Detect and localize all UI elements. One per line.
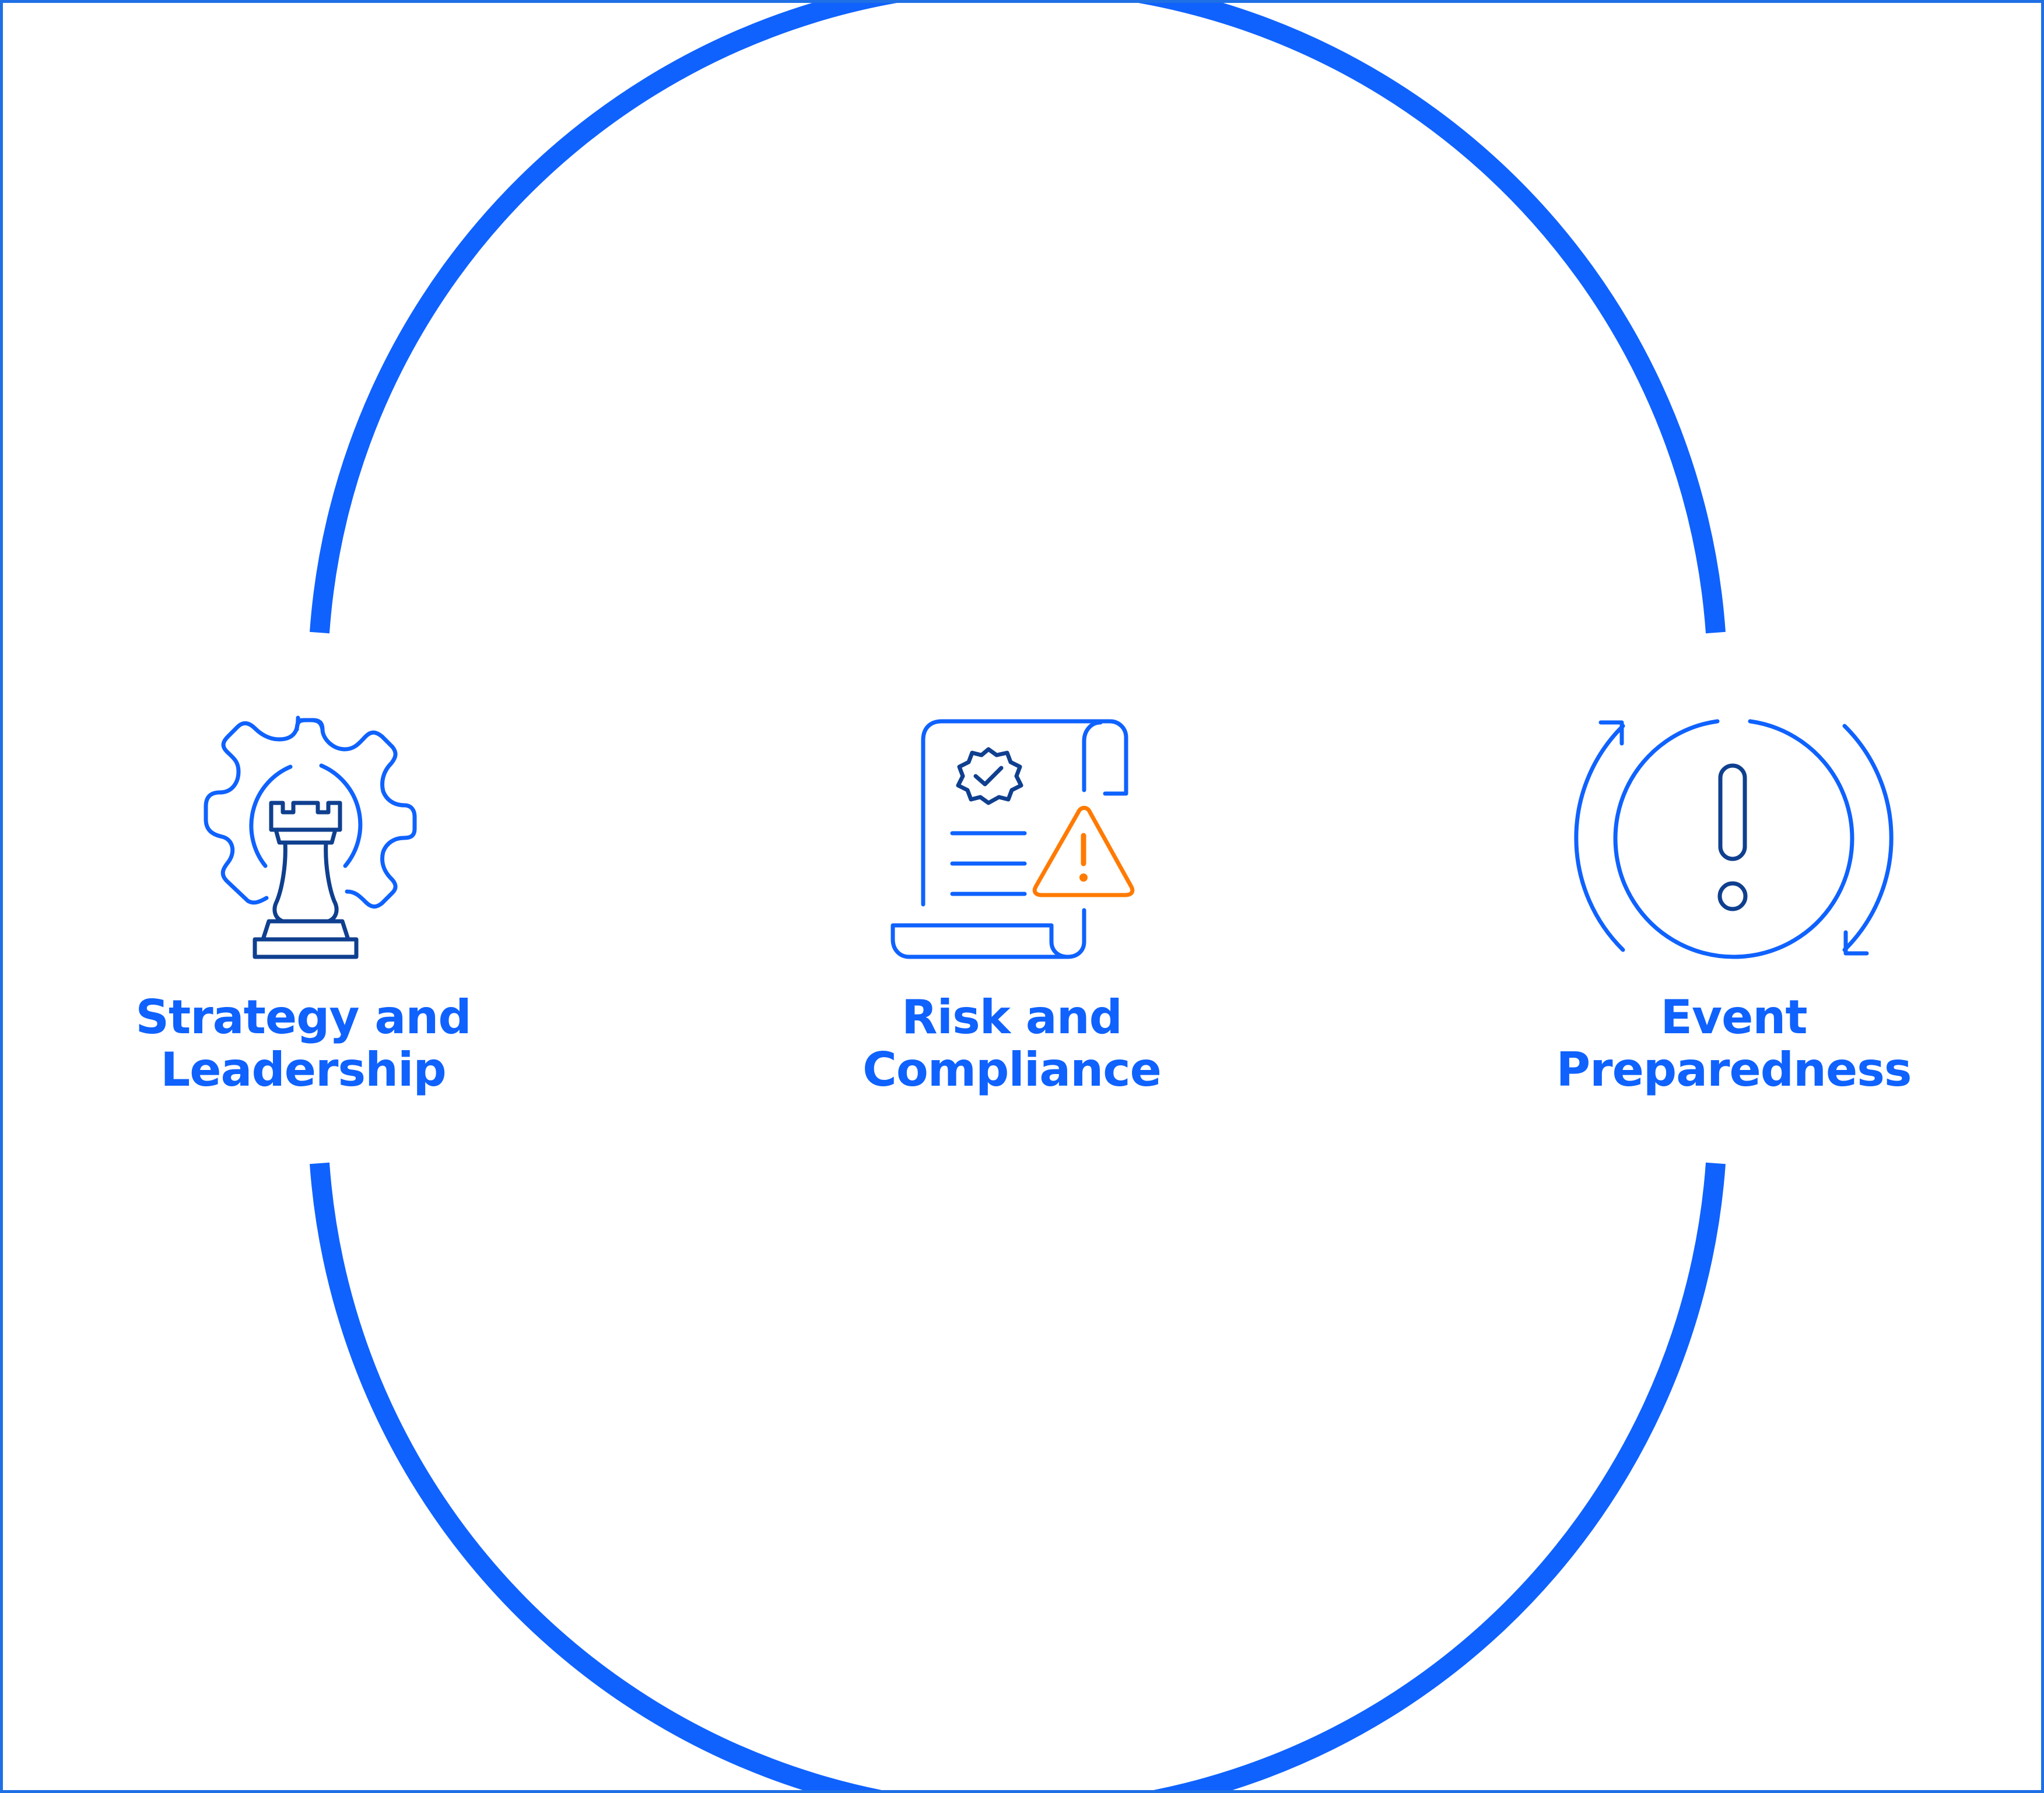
- event-preparedness-line-2: Preparedness: [1556, 1043, 1912, 1097]
- document-warning-icon: [890, 719, 1135, 959]
- risk-compliance-label: Risk and Compliance: [749, 991, 1274, 1096]
- cycle-arc-bottom: [310, 1162, 1726, 1790]
- event-preparedness-line-1: Event: [1660, 990, 1807, 1044]
- strategy-leadership-label: Strategy and Leadership: [41, 991, 566, 1096]
- strategy-leadership-line-2: Leadership: [160, 1043, 446, 1097]
- alert-cycle-icon: [1574, 719, 1894, 959]
- cycle-arc-top: [310, 3, 1726, 634]
- risk-compliance-line-1: Risk and: [902, 990, 1123, 1044]
- strategy-leadership-line-1: Strategy and: [135, 990, 471, 1044]
- rook-gear-icon: [204, 715, 417, 959]
- risk-compliance-line-2: Compliance: [863, 1043, 1162, 1097]
- diagram-canvas: [204, 3, 1894, 1790]
- event-preparedness-label: Event Preparedness: [1471, 991, 1996, 1096]
